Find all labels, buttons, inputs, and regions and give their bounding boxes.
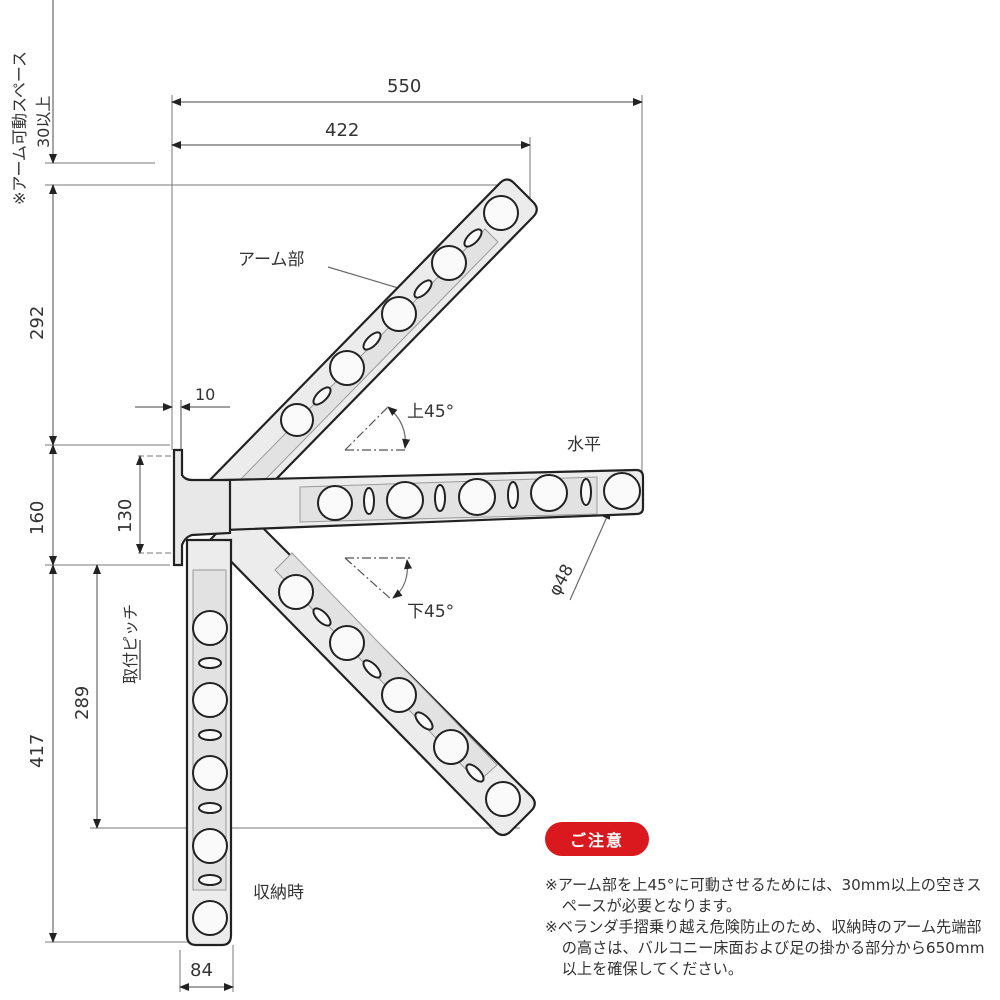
dim-upper-height: 292 [27, 305, 48, 340]
dim-stored-length: 417 [27, 733, 48, 768]
notice-item: ※アーム部を上45°に可動させるためには、30mm以上の空きスペースが必要となり… [545, 876, 982, 915]
angle-down-label: 下45° [407, 602, 455, 622]
arm-up-45 [203, 178, 538, 522]
arm-part-label: アーム部 [238, 250, 305, 270]
dim-bracket-height: 160 [27, 500, 48, 535]
dim-wall-offset: 10 [195, 385, 216, 404]
extension-lines [45, 95, 643, 992]
dim-overall-width: 550 [387, 76, 422, 97]
wall-bracket [172, 448, 232, 567]
angle-up-label: 上45° [407, 402, 455, 422]
mount-pitch-label: 取付ピッチ [121, 603, 140, 684]
dimension-lines [49, 0, 643, 991]
dim-arm-clearance: 30以上 [34, 95, 53, 148]
arm-horizontal [223, 468, 645, 532]
arm-clearance-note: ※アーム可動スペース [10, 50, 29, 205]
angle-down-indicator [344, 557, 413, 601]
dim-mount-pitch: 289 [72, 685, 93, 720]
notice-item: ※ベランダ手摺乗り越え危険防止のため、収納時のアーム先端部の高さは、バルコニー床… [545, 918, 985, 978]
angle-up-indicator [344, 406, 411, 451]
dim-hole-pitch: 130 [115, 498, 136, 533]
notice-list: ※アーム部を上45°に可動させるためには、30mm以上の空きスペースが必要となり… [545, 875, 995, 980]
arm-stored [185, 538, 233, 947]
stored-label: 収納時 [253, 883, 304, 903]
arm-down-45 [208, 505, 536, 837]
dim-stored-width: 84 [190, 960, 213, 981]
horizontal-label: 水平 [567, 435, 601, 455]
dim-arm-up-width: 422 [325, 120, 360, 141]
notice-badge: ご注意 [545, 822, 649, 856]
